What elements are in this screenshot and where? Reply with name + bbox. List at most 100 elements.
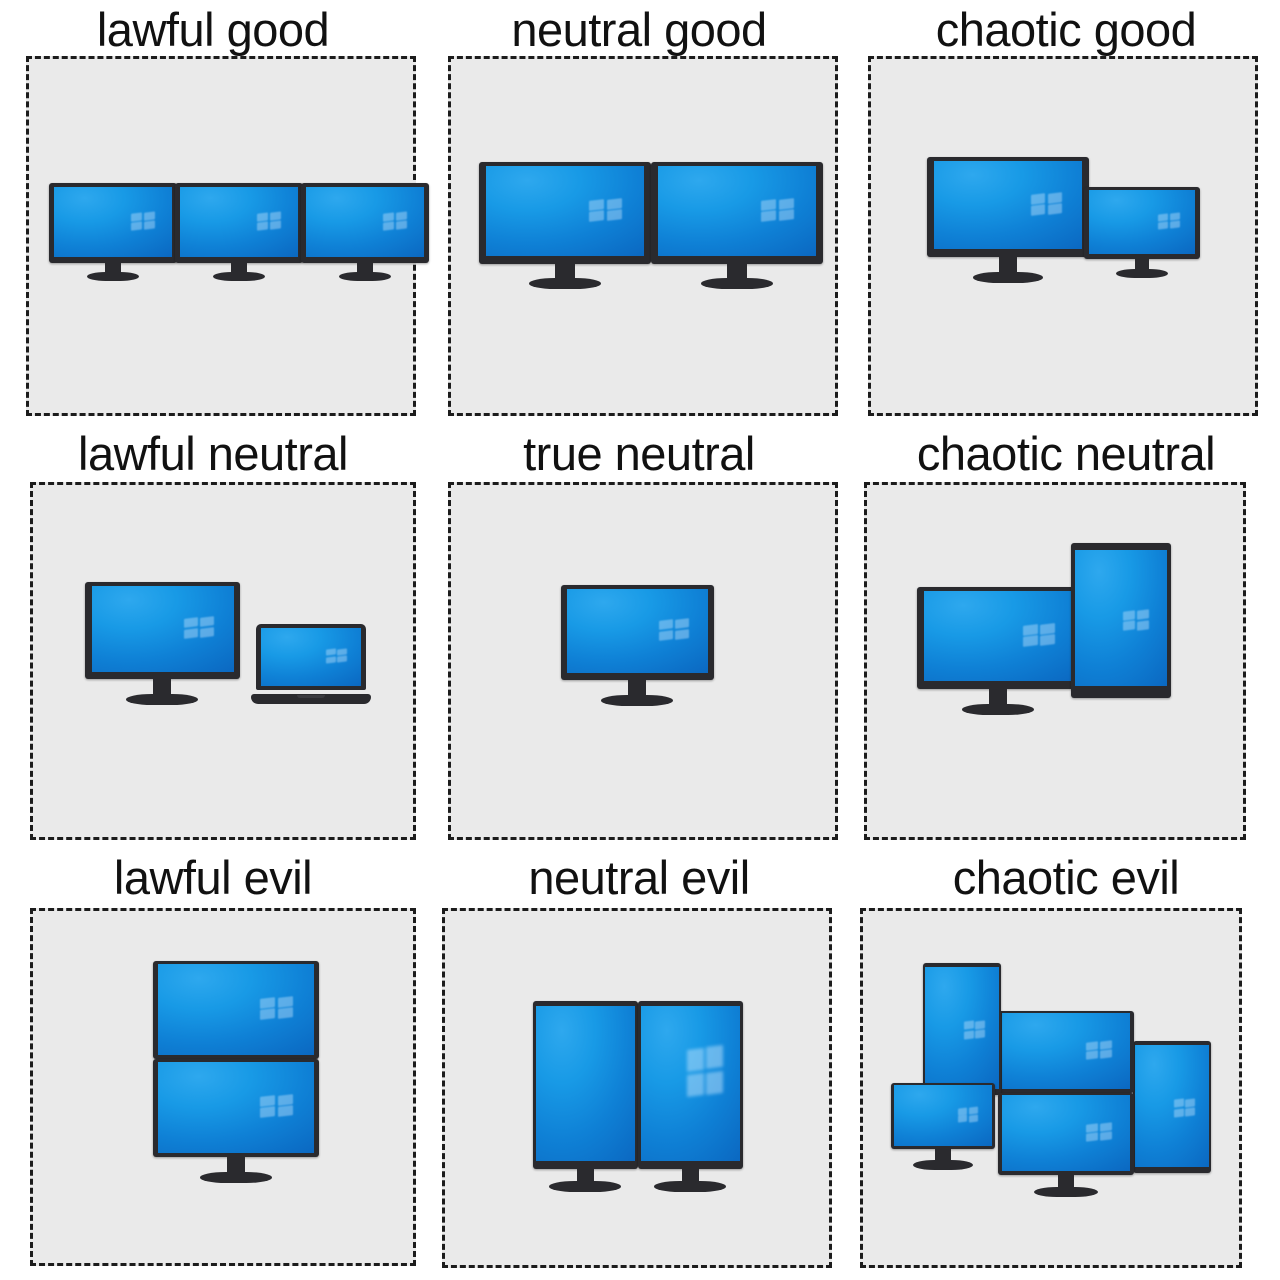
monitor-screen bbox=[486, 166, 644, 257]
windows-logo-watermark-icon bbox=[1085, 1039, 1113, 1061]
monitor-base bbox=[1116, 269, 1168, 278]
monitor-icon-landscape-centertop bbox=[998, 1011, 1134, 1093]
monitor-neck bbox=[227, 1155, 245, 1175]
monitor-icon-portrait-topleft bbox=[923, 963, 1001, 1095]
monitor-neck bbox=[727, 263, 747, 280]
monitor-neck bbox=[682, 1167, 699, 1183]
cell-box-neutral-good bbox=[448, 56, 838, 416]
monitor-neck bbox=[1135, 258, 1149, 271]
cell-box-chaotic-evil bbox=[860, 908, 1242, 1268]
monitor-base bbox=[973, 272, 1043, 283]
windows-logo-watermark-icon bbox=[383, 211, 409, 230]
windows-logo-watermark-icon bbox=[326, 648, 348, 664]
monitor-icon-1 bbox=[49, 183, 177, 281]
monitor-neck bbox=[989, 688, 1007, 706]
laptop-base bbox=[251, 693, 371, 704]
monitor-bezel bbox=[998, 1011, 1134, 1093]
monitor-icon-1 bbox=[561, 585, 714, 706]
monitor-neck bbox=[577, 1167, 594, 1183]
windows-logo-watermark-icon bbox=[659, 618, 690, 641]
monitor-bezel bbox=[153, 961, 319, 1059]
monitor-bezel bbox=[1071, 543, 1171, 698]
monitor-base bbox=[962, 704, 1034, 715]
monitor-stage-true-neutral bbox=[451, 485, 835, 837]
monitor-base bbox=[126, 694, 198, 705]
monitor-screen bbox=[1002, 1013, 1130, 1090]
monitor-neck bbox=[231, 262, 247, 274]
windows-logo-watermark-icon bbox=[761, 197, 796, 222]
monitor-icon-small bbox=[1084, 187, 1200, 278]
monitor-icon-2 bbox=[651, 162, 823, 289]
cell-box-lawful-good bbox=[26, 56, 429, 416]
windows-logo-watermark-icon bbox=[184, 616, 215, 639]
cell-title-lawful-evil: lawful evil bbox=[113, 851, 313, 904]
monitor-base bbox=[1034, 1187, 1098, 1197]
monitor-icon-portrait bbox=[1071, 543, 1171, 698]
monitor-base bbox=[654, 1181, 726, 1192]
monitor-screen bbox=[180, 186, 298, 257]
monitor-base bbox=[913, 1160, 973, 1170]
monitor-icon-top bbox=[153, 961, 319, 1059]
windows-logo-watermark-icon bbox=[131, 211, 157, 230]
monitor-screen bbox=[933, 161, 1083, 250]
cell-chaotic-evil: chaotic evil bbox=[852, 852, 1280, 1280]
monitor-stage-lawful-good bbox=[29, 59, 429, 413]
cell-neutral-good: neutral good bbox=[426, 0, 852, 426]
monitor-screen bbox=[567, 589, 708, 673]
cell-true-neutral: true neutral bbox=[426, 426, 852, 852]
windows-logo-watermark-icon bbox=[1022, 622, 1055, 647]
monitor-icon-bottom bbox=[153, 1059, 319, 1183]
cell-title-neutral-evil: neutral evil bbox=[528, 851, 750, 904]
monitor-base bbox=[529, 278, 601, 289]
monitor-screen bbox=[1002, 1095, 1130, 1172]
laptop-screen bbox=[261, 627, 361, 686]
cell-lawful-evil: lawful evil bbox=[0, 852, 426, 1280]
monitor-screen bbox=[923, 591, 1076, 682]
monitor-screen bbox=[157, 963, 315, 1055]
monitor-icon-2 bbox=[175, 183, 303, 281]
monitor-screen bbox=[1135, 1044, 1209, 1168]
cell-lawful-good: lawful good bbox=[0, 0, 429, 426]
monitor-bezel bbox=[153, 1059, 319, 1157]
monitor-stage-neutral-evil bbox=[445, 911, 829, 1265]
windows-logo-watermark-icon bbox=[958, 1106, 980, 1123]
cell-box-chaotic-good bbox=[868, 56, 1258, 416]
monitor-screen bbox=[157, 1061, 315, 1153]
windows-logo-watermark-icon bbox=[1123, 609, 1150, 632]
monitor-base bbox=[601, 695, 673, 706]
monitor-screen bbox=[1088, 190, 1196, 254]
monitor-icon-1 bbox=[85, 582, 240, 705]
monitor-bezel bbox=[301, 183, 429, 263]
monitor-bezel bbox=[923, 963, 1001, 1095]
monitor-bezel bbox=[85, 582, 240, 679]
windows-logo-watermark-icon bbox=[1030, 192, 1063, 216]
monitor-bezel bbox=[927, 157, 1089, 257]
monitor-icon-portrait-left bbox=[533, 1001, 638, 1192]
monitor-bezel bbox=[561, 585, 714, 680]
laptop-lid bbox=[255, 624, 367, 690]
windows-logo-watermark-icon bbox=[259, 995, 293, 1021]
monitor-screen bbox=[641, 1006, 740, 1162]
cell-chaotic-good: chaotic good bbox=[852, 0, 1280, 426]
monitor-neck bbox=[1058, 1174, 1074, 1189]
cell-title-chaotic-neutral: chaotic neutral bbox=[916, 427, 1216, 480]
monitor-icon-large bbox=[927, 157, 1089, 283]
cell-chaotic-neutral: chaotic neutral bbox=[852, 426, 1280, 852]
monitor-screen bbox=[894, 1084, 992, 1147]
windows-logo-watermark-icon bbox=[589, 197, 624, 222]
monitor-bezel bbox=[638, 1001, 743, 1169]
cell-box-chaotic-neutral bbox=[864, 482, 1246, 840]
monitor-neck bbox=[628, 679, 646, 697]
monitor-neck bbox=[555, 263, 575, 280]
windows-logo-watermark-icon bbox=[1158, 212, 1181, 230]
cell-box-lawful-evil bbox=[30, 908, 416, 1266]
monitor-screen bbox=[91, 586, 234, 672]
monitor-bezel bbox=[998, 1093, 1134, 1175]
monitor-screen bbox=[306, 186, 424, 257]
cell-title-neutral-good: neutral good bbox=[511, 3, 767, 56]
laptop-icon bbox=[251, 624, 371, 704]
monitor-stage-neutral-good bbox=[451, 59, 835, 413]
monitor-bezel bbox=[651, 162, 823, 264]
monitor-stage-chaotic-neutral bbox=[867, 485, 1243, 837]
